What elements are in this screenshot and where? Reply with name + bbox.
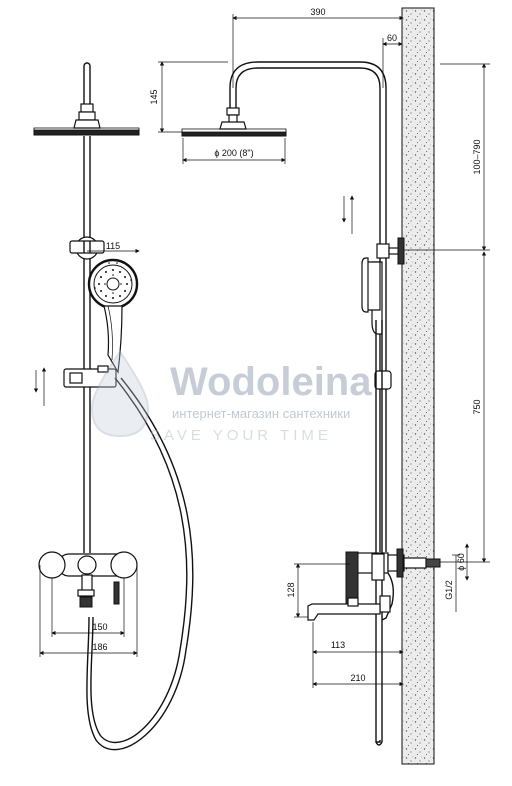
side-mixer [345,548,441,621]
side-slide-bracket [374,370,392,390]
dim-wall-offset: 60 [387,33,397,43]
dim-hand-shower-width: 115 [106,241,120,251]
dimension-labels: 390 60 145 ϕ 200 (8") 115 100–790 750 G1… [92,7,482,683]
dim-mixer-width: 186 [92,642,107,652]
dim-inlet-thread: G1/2 [444,580,454,600]
dim-arm-length: 390 [310,7,325,17]
dim-rail-height: 750 [472,399,482,414]
side-hand-shower [361,257,383,335]
dimension-lines [39,14,490,688]
front-shower-hose [86,377,194,751]
wall [401,7,435,765]
side-bath-spout [307,597,381,621]
watermark-brand: Wodoleina [170,360,372,404]
side-adjust-arrows [341,195,355,234]
side-shower-riser [226,61,387,552]
dim-spout-height: 128 [286,582,296,597]
side-shower-hose [375,320,383,746]
front-wall-bracket [69,236,105,260]
dim-escutcheon-diameter: ϕ 60 [456,553,466,571]
front-adjust-arrows [33,367,47,406]
dim-mixer-centers: 150 [92,622,107,632]
dim-spout-offset: 113 [331,640,345,650]
front-slide-bracket [63,365,117,388]
front-shower-column [78,62,96,553]
front-mixer [38,551,138,608]
front-hand-shower [87,258,139,374]
front-view [33,62,194,751]
watermark: Wodoleina интернет-магазин сантехники SA… [90,350,372,444]
dim-bracket-range: 100–790 [472,139,482,174]
side-overhead-shower-head [181,121,287,137]
side-wall-bracket [376,237,405,265]
dim-head-height: 145 [149,89,159,104]
side-view [181,61,441,746]
watermark-slogan: SAVE YOUR TIME [150,427,332,444]
dim-head-diameter: ϕ 200 (8") [214,148,253,158]
watermark-subtitle: интернет-магазин сантехники [172,406,350,421]
dim-spout-reach: 210 [350,673,365,683]
watermark-drop-icon [90,350,150,438]
front-overhead-shower-head [33,119,140,136]
